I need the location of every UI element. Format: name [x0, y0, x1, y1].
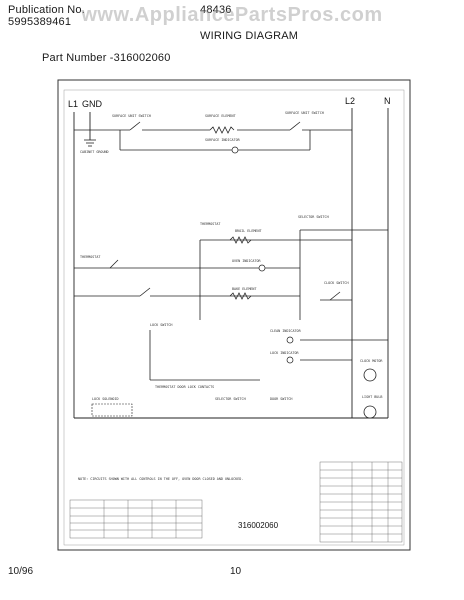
model-number: 48436 — [200, 4, 232, 16]
selector-switch-table — [69, 499, 203, 539]
l2-label: L2 — [345, 96, 355, 106]
selector-switch-bottom-label: SELECTOR SWITCH — [215, 397, 246, 401]
oven-indicator-label: OVEN INDICATOR — [232, 259, 262, 263]
door-switch-label: DOOR SWITCH — [270, 397, 292, 401]
surface-indicator-label: SURFACE INDICATOR — [205, 138, 241, 142]
footer-date: 10/96 — [8, 566, 34, 577]
lock-switch-label: LOCK SWITCH — [150, 323, 172, 327]
surface-unit-switch-label: SURFACE UNIT SWITCH — [112, 114, 151, 118]
diagram-border — [57, 79, 411, 551]
oven-circuit — [74, 229, 388, 381]
surface-indicator-lamp — [231, 146, 239, 154]
diagram-inner-frame — [63, 89, 405, 546]
gnd-label: GND — [82, 99, 103, 109]
thermostat-left-label: THERMOSTAT — [80, 255, 100, 259]
lock-switch-table — [319, 461, 403, 543]
selector-switch-label: SELECTOR SWITCH — [298, 215, 329, 219]
light-bulb-label: LIGHT BULB — [362, 395, 382, 399]
surface-element-label: SURFACE ELEMENT — [205, 114, 236, 118]
thermostat-door-lock-label: THERMOSTAT DOOR LOCK CONTACTS — [155, 385, 214, 389]
watermark: www.AppliancePartsPros.com — [81, 4, 383, 26]
lock-indicator-lamp — [286, 356, 294, 364]
clock-motor — [363, 368, 377, 382]
bus-lines — [73, 108, 389, 419]
surface-circuit — [74, 121, 352, 151]
publication-label: Publication No. — [8, 4, 85, 16]
clean-indicator-lamp — [286, 336, 294, 344]
clock-switch-label: CLOCK SWITCH — [324, 281, 349, 285]
part-number: Part Number -316002060 — [42, 52, 171, 64]
lock-indicator-label: LOCK INDICATOR — [270, 351, 300, 355]
lock-solenoid — [91, 403, 133, 417]
light-bulb — [363, 405, 377, 419]
clean-indicator-label: CLEAN INDICATOR — [270, 329, 302, 333]
l1-label: L1 — [68, 99, 78, 109]
bake-element-label: BAKE ELEMENT — [232, 287, 257, 291]
thermostat-label: THERMOSTAT — [200, 222, 220, 226]
drawing-number: 316002060 — [238, 521, 279, 530]
clock-motor-label: CLOCK MOTOR — [360, 359, 383, 363]
footer-page: 10 — [230, 566, 242, 577]
n-label: N — [384, 96, 391, 106]
lock-solenoid-label: LOCK SOLENOID — [92, 397, 119, 401]
diagram-note: NOTE: CIRCUITS SHOWN WITH ALL CONTROLS I… — [78, 477, 243, 481]
oven-indicator-lamp — [258, 264, 266, 272]
surface-unit-switch-right-label: SURFACE UNIT SWITCH — [285, 111, 324, 115]
broil-element-label: BROIL ELEMENT — [235, 229, 262, 233]
diagram-title: WIRING DIAGRAM — [200, 30, 299, 42]
cabinet-ground-label: CABINET GROUND — [80, 150, 109, 154]
publication-number: 5995389461 — [8, 16, 72, 28]
ground-symbol — [84, 139, 96, 147]
